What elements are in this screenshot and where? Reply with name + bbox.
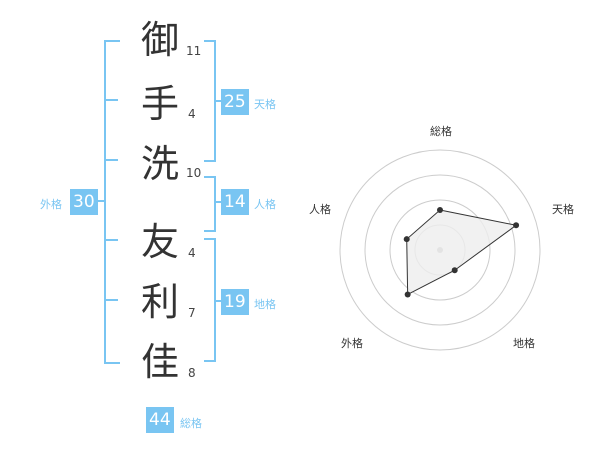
- radar-label-jinkaku: 人格: [309, 203, 331, 216]
- tenkaku-label: 天格: [254, 98, 276, 111]
- bracket-tick: [104, 299, 118, 301]
- radar-label-tenkaku: 天格: [552, 203, 574, 216]
- radar-polygon: [406, 209, 518, 296]
- chikaku-label: 地格: [254, 298, 276, 311]
- stroke-count-6: 8: [188, 366, 196, 380]
- radar-point: [513, 222, 520, 229]
- bracket-tick: [104, 99, 118, 101]
- tenkaku-value: 25: [221, 89, 249, 115]
- soukaku-label: 総格: [180, 417, 202, 430]
- radar-point: [437, 207, 443, 213]
- gaikaku-label: 外格: [40, 198, 62, 211]
- gaikaku-value: 30: [70, 189, 98, 215]
- name-char-3: 洗: [140, 142, 179, 186]
- chikaku-value: 19: [221, 289, 249, 315]
- name-char-6: 佳: [140, 340, 179, 384]
- name-char-2: 手: [140, 82, 179, 126]
- radar-point: [403, 236, 410, 243]
- stroke-count-1: 11: [186, 44, 202, 58]
- bracket-connector: [214, 100, 222, 102]
- stroke-count-3: 10: [186, 166, 202, 180]
- jinkaku-label: 人格: [254, 198, 276, 211]
- radar-point: [451, 267, 458, 274]
- name-char-1: 御: [140, 18, 179, 62]
- jinkaku-value: 14: [221, 189, 249, 215]
- radar-chart: [300, 110, 580, 370]
- radar-ring: [389, 199, 491, 301]
- stroke-count-4: 4: [188, 246, 196, 260]
- name-char-4: 友: [140, 220, 179, 264]
- radar-label-soukaku: 総格: [430, 125, 452, 138]
- stroke-count-5: 7: [188, 306, 196, 320]
- bracket-tick: [104, 239, 118, 241]
- radar-label-chikaku: 地格: [513, 337, 535, 350]
- bracket-connector: [214, 300, 222, 302]
- soukaku-value: 44: [146, 407, 174, 433]
- bracket-tick: [104, 159, 118, 161]
- bracket-connector: [214, 201, 222, 203]
- stroke-count-2: 4: [188, 107, 196, 121]
- radar-ring: [364, 174, 516, 326]
- jinkaku-bracket: [204, 176, 216, 232]
- bracket-connector: [96, 200, 106, 202]
- name-char-5: 利: [140, 280, 179, 324]
- radar-label-gaikaku: 外格: [341, 337, 363, 350]
- radar-svg: [339, 149, 541, 351]
- radar-ring: [339, 149, 541, 351]
- gaikaku-bracket: [104, 40, 120, 364]
- radar-point: [404, 291, 411, 298]
